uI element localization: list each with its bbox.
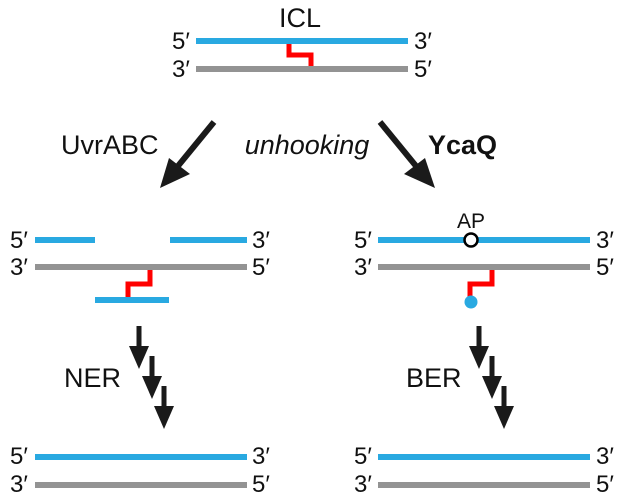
right-prod-top-right-end: 3′ <box>596 443 614 470</box>
icl-title: ICL <box>279 3 321 33</box>
left-prod-top-left-end: 5′ <box>10 443 28 470</box>
ner-arrow-1-head-icon <box>129 346 149 369</box>
right-prod-bottom-left-end: 3′ <box>354 471 372 498</box>
right-int-bottom-right-end: 5′ <box>596 254 614 281</box>
uvrabc-arrowhead-icon <box>160 158 190 188</box>
right-intermediate-duplex: AP 5′ 3′ 3′ 5′ <box>354 210 614 309</box>
ber-arrow-2-head-icon <box>482 376 502 399</box>
ycaq-arrowhead-icon <box>404 158 435 188</box>
left-prod-top-right-end: 3′ <box>252 443 270 470</box>
right-int-bottom-left-end: 3′ <box>354 254 372 281</box>
ber-arrow-3-head-icon <box>494 406 514 429</box>
icl-duplex: ICL 5′ 3′ 3′ 5′ <box>172 3 432 83</box>
ner-label: NER <box>64 363 121 393</box>
left-intermediate-duplex: 5′ 3′ 3′ 5′ <box>10 227 270 303</box>
uvrabc-label: UvrABC <box>61 130 159 160</box>
right-int-top-right-end: 3′ <box>596 227 614 254</box>
icl-top-left-end: 5′ <box>172 28 190 55</box>
ber-step: BER <box>406 326 514 429</box>
left-int-bottom-left-end: 3′ <box>10 254 28 281</box>
icl-crosslink <box>286 44 314 66</box>
left-prod-bottom-right-end: 5′ <box>252 471 270 498</box>
left-int-top-right-end: 3′ <box>252 227 270 254</box>
right-int-crosslink-remnant <box>467 270 495 300</box>
left-prod-bottom-left-end: 3′ <box>10 471 28 498</box>
ap-site-label: AP <box>457 210 485 233</box>
left-int-top-left-end: 5′ <box>10 227 28 254</box>
ner-step: NER <box>64 326 174 429</box>
ner-arrow-3-head-icon <box>154 406 174 429</box>
ber-label: BER <box>406 363 462 393</box>
ber-arrow-1-head-icon <box>469 346 489 369</box>
left-int-crosslink <box>125 270 153 298</box>
ber-arrows <box>469 326 514 429</box>
ner-arrow-2-head-icon <box>142 376 162 399</box>
right-product-duplex: 5′ 3′ 3′ 5′ <box>354 443 614 498</box>
ycaq-arrow-shaft <box>377 120 419 168</box>
icl-top-right-end: 3′ <box>414 28 432 55</box>
unhooking-step: UvrABC unhooking YcaQ <box>61 120 497 188</box>
unhooking-label: unhooking <box>245 130 370 160</box>
ap-site-icon <box>463 232 479 248</box>
right-prod-bottom-right-end: 5′ <box>596 471 614 498</box>
left-product-duplex: 5′ 3′ 3′ 5′ <box>10 443 270 498</box>
right-prod-top-left-end: 5′ <box>354 443 372 470</box>
released-base-adduct-icon <box>464 295 478 309</box>
left-int-bottom-right-end: 5′ <box>252 254 270 281</box>
ner-arrows <box>129 326 174 429</box>
icl-bottom-right-end: 5′ <box>414 56 432 83</box>
uvrabc-arrow-shaft <box>175 120 217 168</box>
ycaq-label: YcaQ <box>428 130 497 160</box>
right-int-top-left-end: 5′ <box>354 227 372 254</box>
icl-bottom-left-end: 3′ <box>172 56 190 83</box>
